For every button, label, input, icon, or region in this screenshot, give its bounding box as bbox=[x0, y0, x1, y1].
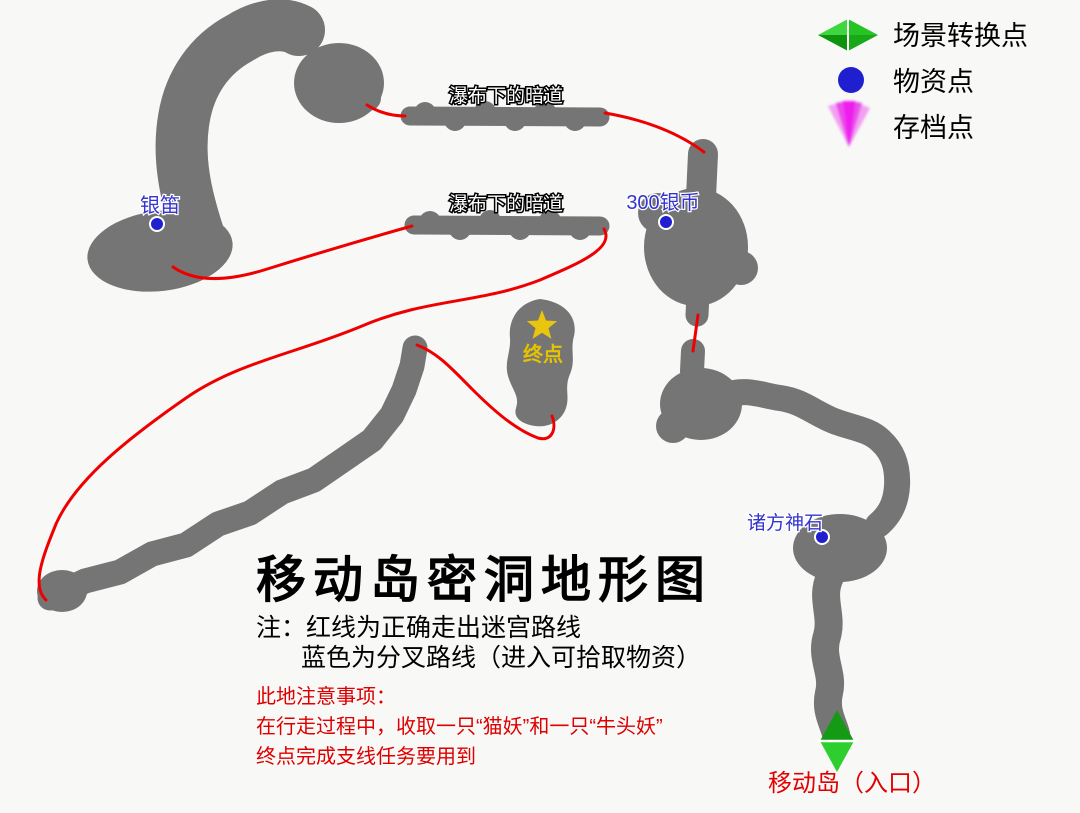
label-layer: 瀑布下的暗道 瀑布下的暗道 银笛 300银币 诸方神石 终点 移动岛（入口） bbox=[139, 84, 936, 798]
legend-diamond-facet bbox=[848, 35, 878, 51]
map-note-line2: 蓝色为分叉路线（进入可拾取物资） bbox=[301, 644, 701, 672]
passage-bar-middle bbox=[404, 210, 610, 240]
marker-layer bbox=[149, 214, 857, 772]
passage-lump bbox=[444, 109, 466, 131]
corridor-diagonal-top-tip bbox=[403, 338, 425, 360]
corridor-diagonal bbox=[37, 335, 428, 612]
legend: 场景转换点 物资点 存档点 bbox=[818, 16, 1028, 147]
entrance-label: 移动岛（入口） bbox=[768, 770, 936, 797]
cave-shenshi bbox=[793, 514, 887, 582]
legend-diamond-facet bbox=[848, 19, 878, 35]
cave-upper-left-column bbox=[155, 0, 325, 259]
corridor-east-connector bbox=[680, 339, 705, 383]
passage-lump bbox=[504, 109, 526, 131]
passage-lump bbox=[414, 102, 436, 124]
warning-line1: 在行走过程中，收取一只“猫妖”和一只“牛头妖” bbox=[256, 715, 663, 738]
route-layer bbox=[37, 103, 706, 602]
save-flare-ray bbox=[849, 104, 870, 147]
passage-lump bbox=[534, 101, 556, 123]
route-segment-bottle-to-corridor bbox=[691, 313, 700, 353]
map-note-line1: 注：红线为正确走出迷宫路线 bbox=[256, 614, 581, 642]
supply-point-icon-300-silver bbox=[658, 214, 674, 230]
cave-endpoint bbox=[506, 299, 575, 427]
scene-transition-icon bbox=[818, 16, 878, 54]
cave-east-bottle bbox=[638, 139, 758, 327]
cave-east-taper bbox=[685, 282, 710, 327]
cave-upper-left bbox=[87, 0, 384, 292]
passage-lump bbox=[564, 109, 586, 131]
route-segment-hook-to-middle-passage bbox=[171, 224, 414, 281]
legend-diamond-facet bbox=[818, 35, 848, 51]
route-segment-top-passage-to-bottle bbox=[603, 111, 706, 154]
info-block: 移动岛密洞地形图 注：红线为正确走出迷宫路线 蓝色为分叉路线（进入可拾取物资） … bbox=[256, 552, 712, 768]
legend-label-scene-transition: 场景转换点 bbox=[893, 21, 1028, 51]
passage-lump bbox=[479, 210, 501, 232]
entrance-diamond-bottom bbox=[820, 741, 854, 772]
passage-lump bbox=[509, 218, 531, 240]
endpoint-label: 终点 bbox=[523, 342, 563, 366]
passage-lump bbox=[539, 210, 561, 232]
entrance-diamond-top bbox=[820, 710, 854, 741]
route-segment-diagonal-to-endpoint bbox=[415, 343, 556, 441]
save-point-icon bbox=[828, 101, 870, 147]
passage-label-top: 瀑布下的暗道 bbox=[449, 85, 563, 107]
endpoint-star-icon bbox=[526, 310, 558, 339]
cave-east-right-lobe bbox=[724, 251, 758, 285]
corridor-diagonal-body bbox=[37, 335, 428, 611]
passage-lump bbox=[449, 218, 471, 240]
supply-point-icon-shenshi bbox=[814, 529, 830, 545]
cave-upper-left-exit-lobe bbox=[355, 85, 381, 111]
item-label-silver-flute: 银笛 bbox=[140, 194, 180, 217]
route-segment-hook-to-top-passage bbox=[365, 103, 407, 118]
corridor-east-lobe bbox=[656, 409, 690, 443]
legend-label-save-point: 存档点 bbox=[893, 113, 974, 143]
passage-lump bbox=[419, 211, 441, 233]
item-label-shenshi: 诸方神石 bbox=[747, 512, 823, 534]
passage-lump bbox=[474, 101, 496, 123]
terrain-layer bbox=[37, 0, 911, 749]
passage-bar-middle-body bbox=[404, 215, 610, 236]
map-title: 移动岛密洞地形图 bbox=[256, 552, 712, 608]
route-segment-middle-passage-to-diagonal bbox=[37, 227, 608, 602]
passage-label-middle: 瀑布下的暗道 bbox=[449, 193, 563, 215]
warning-line2: 终点完成支线任务要用到 bbox=[256, 745, 476, 768]
save-flare-ray bbox=[828, 103, 849, 147]
passage-lump bbox=[569, 218, 591, 240]
legend-label-supply-point: 物资点 bbox=[893, 67, 974, 97]
corridor-east bbox=[656, 339, 911, 749]
supply-point-icon-silver-flute bbox=[149, 216, 165, 232]
scene-transition-icon-entrance bbox=[817, 710, 857, 772]
warning-heading: 此地注意事项： bbox=[256, 685, 396, 708]
corridor-entrance-strip bbox=[811, 563, 850, 748]
corridor-east-snake bbox=[709, 379, 911, 538]
item-label-300-silver: 300银币 bbox=[626, 191, 699, 214]
cave-upper-left-end-blob bbox=[294, 43, 384, 123]
legend-diamond-facet bbox=[818, 19, 848, 35]
supply-point-icon bbox=[838, 67, 864, 93]
passage-bar-top bbox=[400, 101, 610, 131]
